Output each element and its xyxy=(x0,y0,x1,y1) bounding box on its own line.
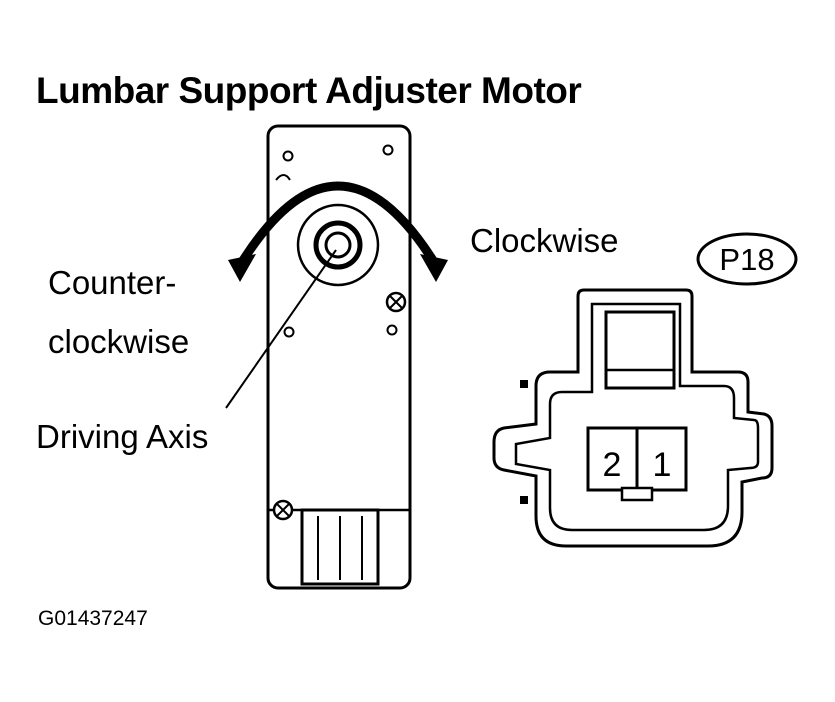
pin-1-label: 1 xyxy=(653,446,672,484)
counterclockwise-label-line1: Counter- xyxy=(48,264,177,301)
terminal-block: 2 1 xyxy=(586,426,688,502)
rotation-arrow xyxy=(228,181,448,282)
figure-id: G01437247 xyxy=(38,607,148,630)
diagram-title: Lumbar Support Adjuster Motor xyxy=(36,70,582,111)
screw-icon xyxy=(272,499,294,521)
mounting-holes xyxy=(282,144,398,338)
clockwise-label: Clockwise xyxy=(470,222,619,259)
connector-housing xyxy=(492,288,774,548)
connector-id-text: P18 xyxy=(719,242,774,277)
motor-plug xyxy=(300,508,380,586)
driving-axis-label: Driving Axis xyxy=(36,418,209,455)
driving-axis-leader xyxy=(225,249,337,409)
driving-axis xyxy=(296,203,380,287)
screw-icon xyxy=(385,291,407,313)
connector-id-badge: P18 xyxy=(696,232,798,286)
pin-2-label: 2 xyxy=(603,446,622,484)
counterclockwise-label-line2: clockwise xyxy=(48,323,190,360)
